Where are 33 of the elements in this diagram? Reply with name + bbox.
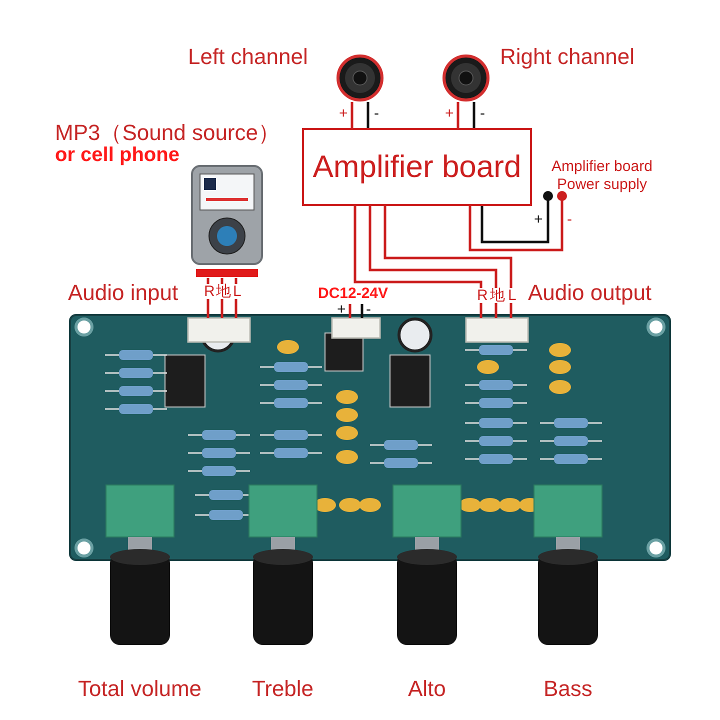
wire-label: L — [507, 288, 518, 303]
wire — [468, 191, 567, 252]
channel-label: Left channel — [188, 44, 308, 70]
polarity-sign: + — [337, 301, 346, 318]
channel-label: Right channel — [500, 44, 635, 70]
amplifier-box: Amplifier board — [302, 128, 532, 206]
wire-label: L — [232, 284, 242, 299]
wire-label: 地 — [215, 284, 232, 299]
wire-label: R — [476, 288, 489, 303]
source-label: or cell phone — [55, 144, 180, 167]
knob-label: Bass — [544, 676, 592, 702]
wire-label: R — [203, 284, 216, 299]
speaker-icon — [442, 54, 490, 102]
wire-label: 地 — [489, 288, 506, 303]
wire — [350, 102, 354, 128]
connector-socket — [332, 318, 380, 338]
wire — [480, 191, 553, 244]
wire — [456, 102, 460, 128]
knob-label: Alto — [408, 676, 446, 702]
source-label: MP3（Sound source） — [55, 120, 280, 146]
knob-label: Treble — [252, 676, 314, 702]
connector-socket — [466, 318, 528, 342]
music-player-icon — [190, 166, 266, 278]
knob-label: Total volume — [78, 676, 202, 702]
polarity-sign: - — [366, 301, 371, 318]
port-label: Audio input — [68, 280, 178, 306]
wire — [366, 102, 370, 128]
voltage-label: DC12-24V — [318, 285, 388, 302]
port-label: Audio output — [528, 280, 652, 306]
power-supply-label: Amplifier board Power supply — [536, 158, 668, 196]
speaker-icon — [336, 54, 384, 102]
wire — [472, 102, 476, 128]
connector-socket — [188, 318, 250, 342]
